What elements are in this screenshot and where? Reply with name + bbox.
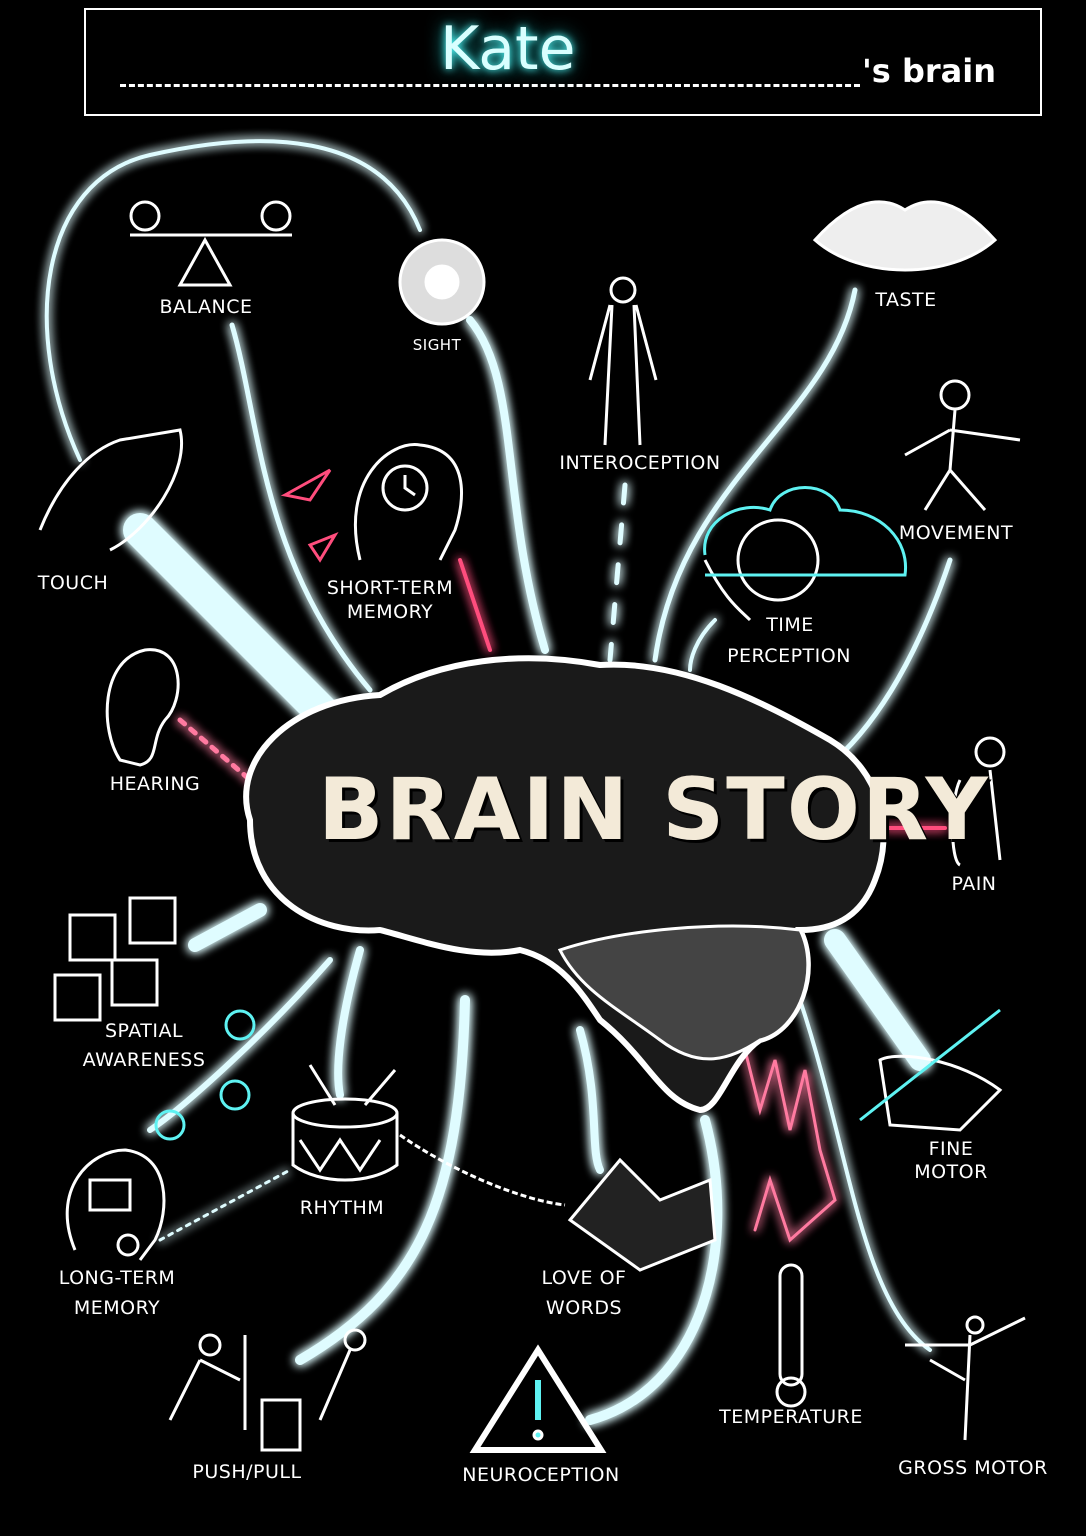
label-pain: PAIN xyxy=(951,873,997,895)
book-icon xyxy=(567,1157,717,1272)
label-fine-2: MOTOR xyxy=(914,1161,988,1183)
connector-words xyxy=(576,1026,604,1174)
connector-taste xyxy=(652,287,858,663)
movement-figure-icon xyxy=(904,379,1021,511)
title-box xyxy=(84,8,1042,116)
label-rhythm: RHYTHM xyxy=(299,1197,385,1219)
label-short-term-1: SHORT-TERM xyxy=(326,577,454,599)
scissors-icon xyxy=(154,1009,256,1141)
connector-long-term xyxy=(147,957,333,1133)
connector-interoception xyxy=(607,482,628,663)
connector-rhythm xyxy=(334,946,364,1099)
hand-icon xyxy=(38,428,183,552)
label-neuroception: NEUROCEPTION xyxy=(462,1464,620,1486)
connector-time xyxy=(688,618,717,672)
thermometer-icon xyxy=(775,1263,807,1408)
label-fine-1: FINE xyxy=(928,1138,974,1160)
connector-balance xyxy=(229,322,373,693)
brain-story-title: BRAIN STORY xyxy=(318,760,990,860)
connector-movement xyxy=(832,557,953,763)
label-sight: SIGHT xyxy=(412,336,462,354)
child-name: Kate xyxy=(440,14,576,84)
label-balance: BALANCE xyxy=(159,296,253,318)
connector-push-pull xyxy=(295,995,470,1365)
balance-icon xyxy=(129,200,292,287)
label-long-term-1: LONG-TERM xyxy=(58,1267,176,1289)
label-time-1: TIME xyxy=(766,614,814,636)
connector-short-term xyxy=(458,558,492,652)
ear-icon xyxy=(105,648,180,767)
head-box-icon xyxy=(65,1148,166,1261)
lips-icon xyxy=(812,200,998,272)
connector-spatial xyxy=(188,903,267,952)
connector-long-term-dots xyxy=(158,1168,292,1242)
hand-wand-icon xyxy=(859,1008,1003,1132)
label-time-2: PERCEPTION xyxy=(727,645,851,667)
connector-gross-motor xyxy=(798,998,932,1352)
label-hearing: HEARING xyxy=(109,773,201,795)
label-short-term-2: MEMORY xyxy=(346,601,434,623)
body-icon xyxy=(588,276,658,446)
drum-icon xyxy=(291,1064,399,1182)
pocket-watch-icon xyxy=(703,518,820,622)
warning-icon xyxy=(469,1344,607,1453)
connector-neuroception xyxy=(585,1115,723,1425)
connector-sight xyxy=(466,316,549,654)
label-interoception: INTEROCEPTION xyxy=(559,452,721,474)
chain-icon xyxy=(399,1133,566,1207)
head-clock-icon xyxy=(353,443,463,561)
ballerina-icon xyxy=(905,1315,1026,1441)
label-spatial-2: AWARENESS xyxy=(82,1049,206,1071)
label-touch: TOUCH xyxy=(37,572,109,594)
title-suffix: 's brain xyxy=(862,52,997,90)
arrow-loop-touch-to-sight xyxy=(44,139,422,462)
pain-figure-icon xyxy=(951,736,1006,867)
label-gross-motor: GROSS MOTOR xyxy=(898,1457,1048,1479)
connector-fine-motor xyxy=(824,929,931,1071)
label-words-1: LOVE OF xyxy=(541,1267,627,1289)
paper-plane-icon xyxy=(280,468,339,563)
name-blank-line xyxy=(120,84,860,87)
label-words-2: WORDS xyxy=(545,1297,623,1319)
push-pull-icon xyxy=(168,1328,367,1452)
eye-icon xyxy=(398,238,486,326)
label-taste: TASTE xyxy=(875,289,937,311)
cerebellum xyxy=(557,924,810,1061)
temperature-wave xyxy=(743,1048,837,1243)
label-long-term-2: MEMORY xyxy=(73,1297,161,1319)
cloud-icon xyxy=(703,486,908,577)
connector-touch xyxy=(123,513,347,737)
label-push-pull: PUSH/PULL xyxy=(192,1461,302,1483)
cubes-icon xyxy=(53,896,177,1022)
label-movement: MOVEMENT xyxy=(898,522,1014,544)
label-temperature: TEMPERATURE xyxy=(719,1406,863,1428)
label-spatial-1: SPATIAL xyxy=(104,1020,184,1042)
